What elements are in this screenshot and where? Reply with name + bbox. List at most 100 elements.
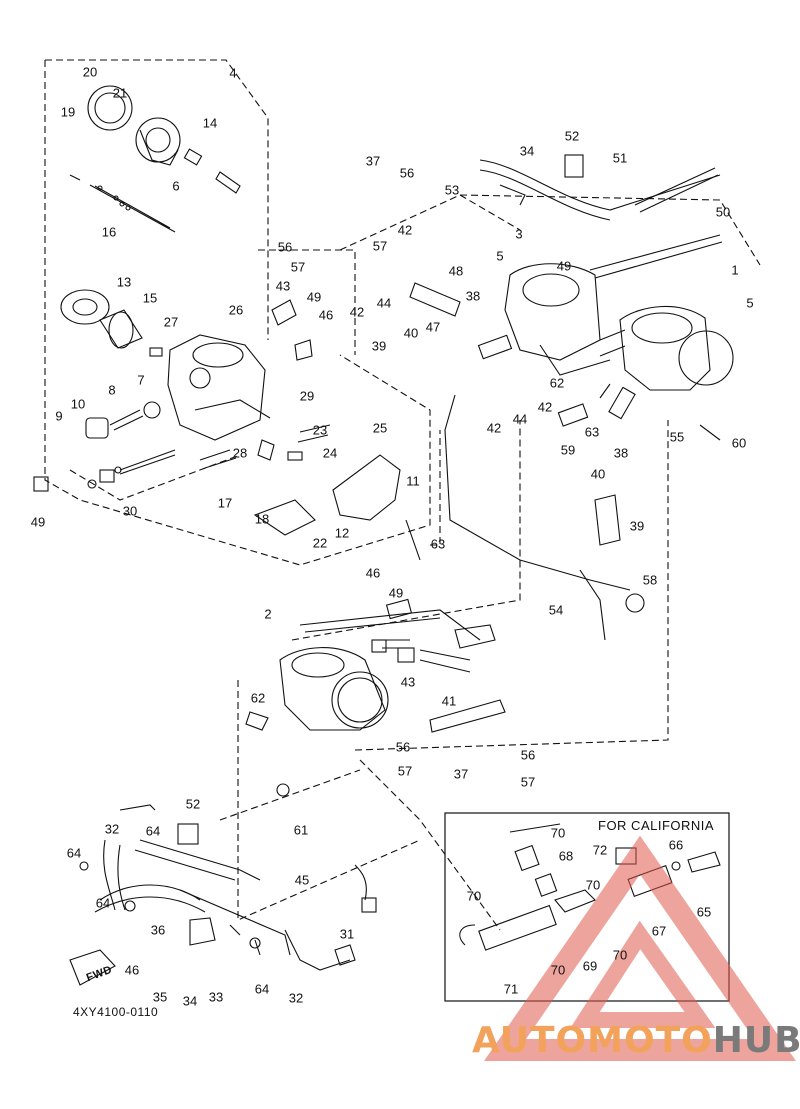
callout-number: 72 bbox=[592, 842, 608, 858]
left-carb-body bbox=[33, 85, 421, 561]
callout-number: 8 bbox=[108, 382, 116, 398]
callout-number: 52 bbox=[185, 796, 201, 812]
california-box-title: FOR CALIFORNIA bbox=[598, 818, 715, 833]
callout-number: 70 bbox=[612, 947, 628, 963]
callout-number: 31 bbox=[339, 926, 355, 942]
callout-number: 49 bbox=[30, 514, 46, 530]
callout-number: 4 bbox=[229, 65, 237, 81]
callout-number: 56 bbox=[395, 739, 411, 755]
callout-number: 22 bbox=[312, 535, 328, 551]
callout-number: 58 bbox=[642, 572, 658, 588]
callout-number: 5 bbox=[746, 295, 754, 311]
callout-number: 57 bbox=[397, 763, 413, 779]
watermark-triangle bbox=[484, 835, 796, 1061]
callout-number: 27 bbox=[163, 314, 179, 330]
callout-number: 61 bbox=[293, 822, 309, 838]
callout-number: 70 bbox=[550, 962, 566, 978]
callout-number: 49 bbox=[306, 289, 322, 305]
callout-number: 16 bbox=[101, 224, 117, 240]
callout-number: 56 bbox=[399, 165, 415, 181]
callout-number: 40 bbox=[590, 466, 606, 482]
callout-number: 12 bbox=[334, 525, 350, 541]
callout-number: 19 bbox=[60, 104, 76, 120]
callout-number: 5 bbox=[496, 248, 504, 264]
callout-number: 20 bbox=[82, 64, 98, 80]
callout-number: 42 bbox=[537, 399, 553, 415]
callout-number: 32 bbox=[288, 990, 304, 1006]
callout-number: 43 bbox=[400, 674, 416, 690]
callout-number: 64 bbox=[254, 981, 270, 997]
group-frames bbox=[44, 59, 761, 931]
callout-number: 37 bbox=[365, 153, 381, 169]
callout-number: 13 bbox=[116, 274, 132, 290]
callout-number: 29 bbox=[299, 388, 315, 404]
callout-number: 60 bbox=[731, 435, 747, 451]
callout-number: 44 bbox=[512, 411, 528, 427]
callout-number: 64 bbox=[95, 895, 111, 911]
callout-number: 43 bbox=[275, 278, 291, 294]
callout-number: 52 bbox=[564, 128, 580, 144]
part-code: 4XY4100-0110 bbox=[73, 1005, 159, 1019]
callout-number: 47 bbox=[425, 319, 441, 335]
callout-number: 48 bbox=[448, 263, 464, 279]
callout-number: 56 bbox=[520, 747, 536, 763]
callout-number: 65 bbox=[696, 904, 712, 920]
callout-number: 34 bbox=[182, 993, 198, 1009]
callout-number: 42 bbox=[397, 222, 413, 238]
callout-number: 38 bbox=[465, 288, 481, 304]
watermark-text-auto: AUTOMOTO bbox=[472, 1020, 713, 1061]
bottom-harness bbox=[69, 804, 377, 986]
callout-number: 46 bbox=[318, 307, 334, 323]
callout-number: 59 bbox=[560, 442, 576, 458]
callout-number: 63 bbox=[430, 536, 446, 552]
california-kit bbox=[459, 823, 721, 951]
callout-number: 45 bbox=[294, 872, 310, 888]
callout-number: 42 bbox=[486, 420, 502, 436]
callout-number: 54 bbox=[548, 602, 564, 618]
callout-number: 24 bbox=[322, 445, 338, 461]
watermark-text-hub: HUB bbox=[712, 1020, 800, 1061]
callout-number: 57 bbox=[290, 259, 306, 275]
callout-number: 32 bbox=[104, 821, 120, 837]
callout-number: 30 bbox=[122, 503, 138, 519]
callout-number: 38 bbox=[613, 445, 629, 461]
callout-number: 46 bbox=[124, 962, 140, 978]
callout-number: 39 bbox=[371, 338, 387, 354]
callout-number: 21 bbox=[112, 85, 128, 101]
callout-number: 26 bbox=[228, 302, 244, 318]
callout-number: 25 bbox=[372, 420, 388, 436]
callout-number: 18 bbox=[254, 511, 270, 527]
callout-number: 51 bbox=[612, 150, 628, 166]
callout-number: 17 bbox=[217, 495, 233, 511]
callout-number: 36 bbox=[150, 922, 166, 938]
callout-number: 11 bbox=[406, 473, 420, 489]
callout-number: 57 bbox=[520, 774, 536, 790]
callout-number: 40 bbox=[403, 325, 419, 341]
callout-number: 9 bbox=[55, 408, 63, 424]
callout-number: 1 bbox=[731, 262, 739, 278]
callout-number: 64 bbox=[145, 823, 161, 839]
callout-number: 70 bbox=[585, 877, 601, 893]
callout-number: 68 bbox=[558, 848, 574, 864]
callout-number: 69 bbox=[582, 958, 598, 974]
right-carb-body bbox=[409, 154, 734, 641]
callout-number: 57 bbox=[372, 238, 388, 254]
callout-number: 28 bbox=[232, 445, 248, 461]
callout-number: 15 bbox=[142, 290, 158, 306]
callout-number: 2 bbox=[264, 606, 272, 622]
callout-number: 70 bbox=[550, 825, 566, 841]
callout-number: 53 bbox=[444, 182, 460, 198]
callout-number: 33 bbox=[208, 989, 224, 1005]
callout-number: 23 bbox=[312, 422, 328, 438]
callout-number: 67 bbox=[651, 923, 667, 939]
callout-number: 64 bbox=[66, 845, 82, 861]
callout-number: 66 bbox=[668, 837, 684, 853]
callout-number: 41 bbox=[441, 693, 457, 709]
callout-number: 70 bbox=[466, 888, 482, 904]
callout-number: 14 bbox=[202, 115, 218, 131]
callout-number: 49 bbox=[556, 258, 572, 274]
callout-number: 37 bbox=[453, 766, 469, 782]
callout-number: 62 bbox=[250, 690, 266, 706]
callout-number: 62 bbox=[549, 375, 565, 391]
